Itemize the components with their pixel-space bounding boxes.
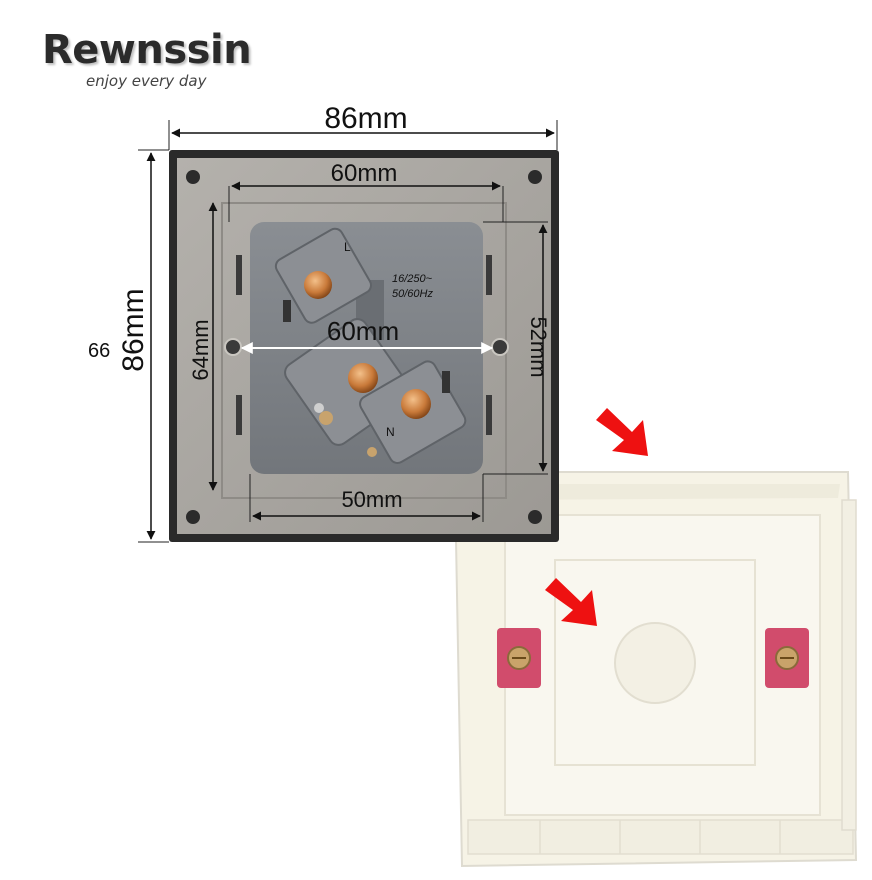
mounting-screw-left (224, 338, 242, 356)
brand-name: Rewnssin (42, 27, 252, 73)
arrow-knockout-indicator (545, 578, 597, 626)
terminal-neutral: N (359, 360, 467, 464)
dim-label-module-width: 50mm (341, 487, 402, 512)
dim-label-hole-spacing: 60mm (327, 316, 399, 346)
earth-icon (319, 411, 333, 425)
brand-logo: Rewnssin enjoy every day (42, 27, 252, 90)
terminal-neutral-label: N (386, 425, 395, 439)
arrow-top-indicator (596, 408, 648, 456)
back-box-rim-bottom (467, 819, 854, 855)
dimension-86mm-width: 86mm (168, 102, 558, 150)
rating-text-2: 50/60Hz (392, 288, 433, 300)
back-box-side-tab-right (841, 499, 857, 831)
dim-label-module-height: 52mm (526, 316, 551, 377)
terminal-live-label: L (344, 240, 351, 254)
dimension-64mm: 64mm (188, 202, 218, 491)
brand-tagline: enjoy every day (86, 72, 207, 90)
mounting-bracket-left (497, 628, 541, 688)
knockout-hole (614, 622, 696, 704)
dim-label-cut: 66 (88, 340, 110, 362)
dimension-86mm-height: 86mm 66 (88, 149, 169, 543)
dimension-52mm: 52mm (483, 221, 551, 475)
dimension-50mm: 50mm (249, 474, 484, 522)
rating-text-1: 16/250~ (392, 273, 433, 285)
mounting-bracket-right (765, 628, 809, 688)
dim-label-outer-height: 86mm (117, 288, 150, 371)
back-box-center-panel (554, 559, 756, 766)
dim-label-outer-width: 86mm (324, 102, 407, 135)
terminal-live: L (274, 227, 372, 324)
socket-back-view: L N 16/250~ 50/60Hz (169, 150, 559, 542)
dim-label-mount-width: 60mm (331, 160, 398, 187)
dimension-60mm-mount: 60mm (228, 160, 504, 222)
dim-label-mount-height: 64mm (188, 319, 213, 380)
back-box-rim-top (480, 484, 840, 500)
mounting-screw-right (491, 338, 509, 356)
back-box (454, 471, 858, 868)
dimension-60mm-holes: 60mm (240, 316, 494, 354)
